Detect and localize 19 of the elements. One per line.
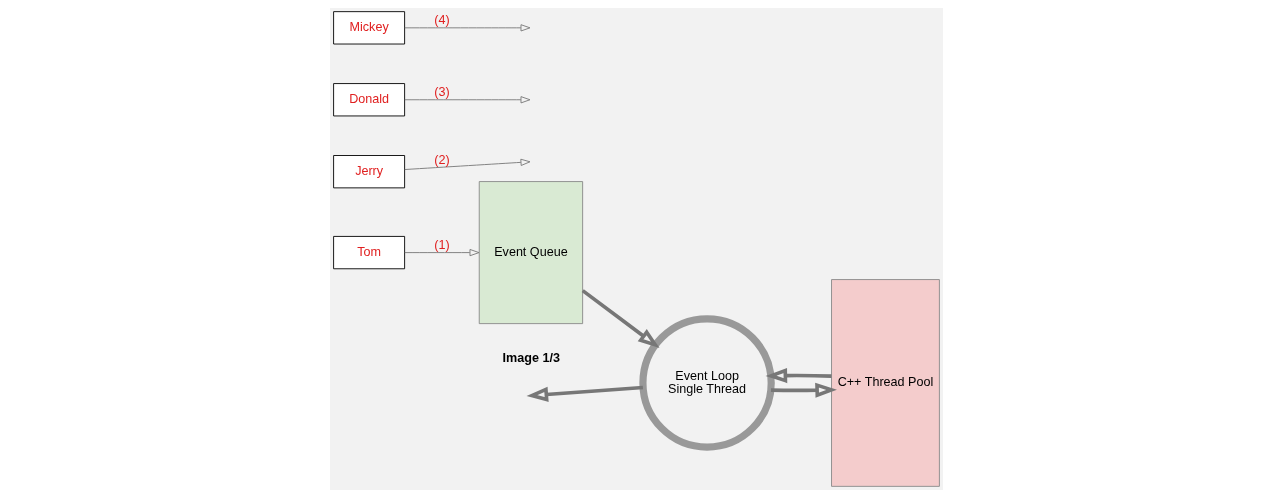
edge-label: (1) [433,238,450,253]
arrow [770,382,837,398]
edge-label: (2) [433,152,450,167]
node-box: Event Queue [478,181,583,325]
arrow [403,24,530,32]
node-box: Tom [332,235,405,270]
arrow [403,158,530,170]
arrow [526,385,643,402]
arrow [765,368,832,384]
arrow [403,96,530,104]
edge-label: (4) [433,13,450,28]
arrow [581,289,660,349]
node-box: Mickey [332,11,405,45]
node-box: Donald [332,83,405,117]
edge-label: (3) [433,85,450,100]
node-box: C++ Thread Pool [830,279,940,487]
arrow [403,249,479,257]
node-box: Jerry [332,155,405,189]
label: Image 1/3 [502,351,560,366]
